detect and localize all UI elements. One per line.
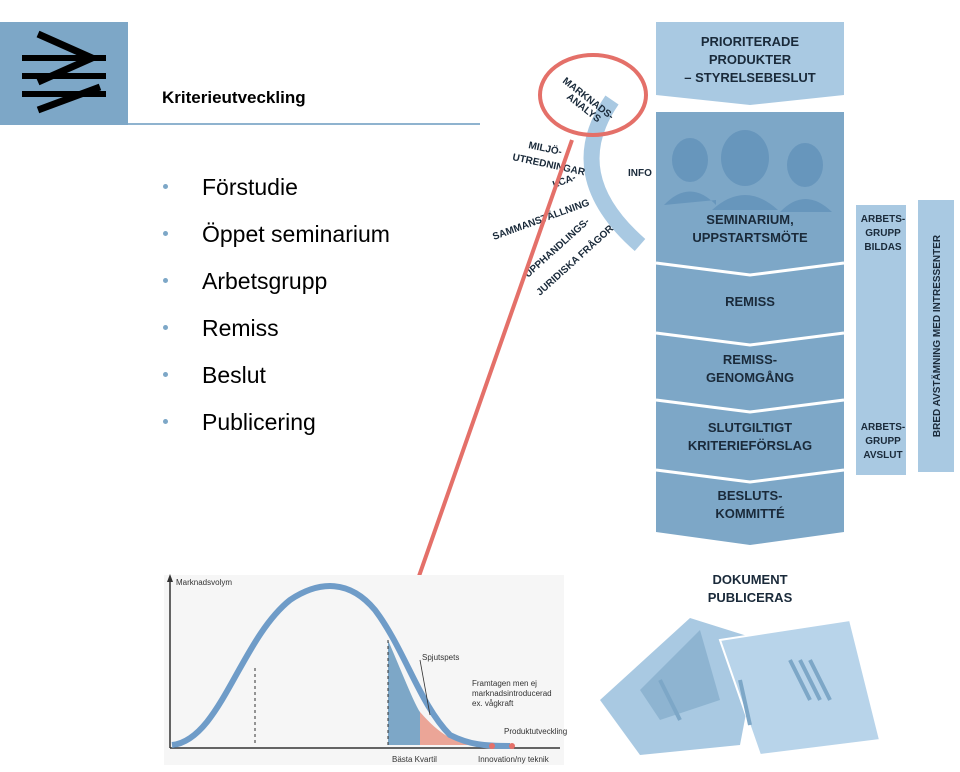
- flow-column: PRIORITERADE PRODUKTER – STYRELSEBESLUT …: [600, 22, 882, 757]
- bullet-text: Öppet seminarium: [202, 221, 390, 247]
- bullet-icon: [163, 184, 168, 189]
- market-curve: [171, 583, 511, 749]
- annotation-framtagen: ex. vågkraft: [472, 699, 514, 708]
- bullet-icon: [163, 325, 168, 330]
- flow-step-label: GENOMGÅNG: [706, 370, 794, 385]
- info-label: INFO: [628, 168, 652, 179]
- flow-body: [656, 112, 844, 545]
- bullet-icon: [163, 231, 168, 236]
- side-vertical-label: BRED AVSTÄMNING MED INTRESSENTER: [930, 234, 943, 437]
- bullet-icon: [163, 278, 168, 283]
- market-chart: Marknadsvolym Spjutspets Framtagen men e…: [164, 574, 567, 765]
- x-label: Bästa Kvartil: [392, 755, 437, 764]
- bullet-icon: [163, 372, 168, 377]
- flow-top-label: PRODUKTER: [709, 52, 792, 67]
- flow-separators: [655, 261, 845, 484]
- bullet-item: Öppet seminarium: [160, 219, 390, 266]
- flow-step-label: KOMMITTÉ: [715, 506, 785, 521]
- side-group-start-label: GRUPP: [865, 228, 901, 239]
- bullet-text: Publicering: [202, 409, 316, 435]
- header-rule: [128, 123, 480, 125]
- side-group-bar: [856, 205, 906, 475]
- bullet-item: Arbetsgrupp: [160, 266, 390, 313]
- bullet-text: Arbetsgrupp: [202, 268, 328, 294]
- flow-step-label: SLUTGILTIGT: [708, 420, 792, 435]
- bullet-list: Förstudie Öppet seminarium Arbetsgrupp R…: [160, 172, 390, 454]
- slide-title: Kriterieutveckling: [162, 88, 306, 107]
- side-group-end-label: GRUPP: [865, 436, 901, 447]
- documents-icon: [600, 618, 882, 757]
- bullet-item: Remiss: [160, 313, 390, 360]
- flow-step-label: SEMINARIUM,: [706, 212, 793, 227]
- flow-top-label: PRIORITERADE: [701, 34, 800, 49]
- logo: [0, 22, 128, 125]
- flow-top-box: [656, 22, 844, 105]
- annotation-produktutveckling: Produktutveckling: [504, 727, 567, 736]
- side-group-end-label: ARBETS-: [861, 422, 905, 433]
- annotation-framtagen: Framtagen men ej: [472, 679, 537, 688]
- side-group-end-label: AVSLUT: [863, 450, 902, 461]
- published-label: DOKUMENT: [712, 572, 787, 587]
- flow-step-label: BESLUTS-: [718, 488, 783, 503]
- input-arc: INFO MARKNADS- ANALYS MILJÖ- UTREDNINGAR…: [491, 53, 652, 298]
- bullet-text: Beslut: [202, 362, 266, 388]
- chart-background: [164, 575, 564, 765]
- bullet-item: Beslut: [160, 360, 390, 407]
- bullet-item: Förstudie: [160, 172, 390, 219]
- y-axis-arrow-icon: [167, 574, 173, 582]
- bullet-item: Publicering: [160, 407, 390, 454]
- marker-dot: [489, 743, 495, 749]
- flow-top-label: – STYRELSEBESLUT: [684, 70, 816, 85]
- pointer-arrow: [396, 139, 574, 628]
- highlight-circle: [538, 53, 648, 137]
- callout-line: [419, 659, 431, 716]
- people-photo: [664, 130, 832, 212]
- side-vertical-bar: [918, 200, 954, 472]
- published-label: PUBLICERAS: [708, 590, 793, 605]
- flow-step-label: UPPSTARTSMÖTE: [692, 230, 808, 245]
- marker-dot: [509, 743, 515, 749]
- arc-label: UTREDNINGAR: [511, 152, 586, 178]
- flow-step-label: REMISS: [725, 294, 775, 309]
- annotation-framtagen: marknadsintroducerad: [472, 689, 552, 698]
- flow-step-label: KRITERIEFÖRSLAG: [688, 438, 812, 453]
- annotation-spjutspets: Spjutspets: [422, 653, 459, 662]
- bullet-text: Förstudie: [202, 174, 298, 200]
- side-group-column: ARBETS- GRUPP BILDAS ARBETS- GRUPP AVSLU…: [856, 200, 954, 475]
- bullet-icon: [163, 419, 168, 424]
- side-group-start-label: ARBETS-: [861, 214, 905, 225]
- spjutspets-fill: [420, 712, 470, 745]
- logo-icon: [22, 30, 106, 114]
- arc-band: [583, 95, 646, 252]
- flow-step-label: REMISS-: [723, 352, 777, 367]
- quartile-fill: [388, 640, 420, 745]
- y-axis-label: Marknadsvolym: [176, 578, 232, 587]
- arc-label: MILJÖ-: [527, 138, 563, 158]
- side-group-start-label: BILDAS: [864, 242, 902, 253]
- x-label: Innovation/ny teknik: [478, 755, 550, 764]
- bullet-text: Remiss: [202, 315, 279, 341]
